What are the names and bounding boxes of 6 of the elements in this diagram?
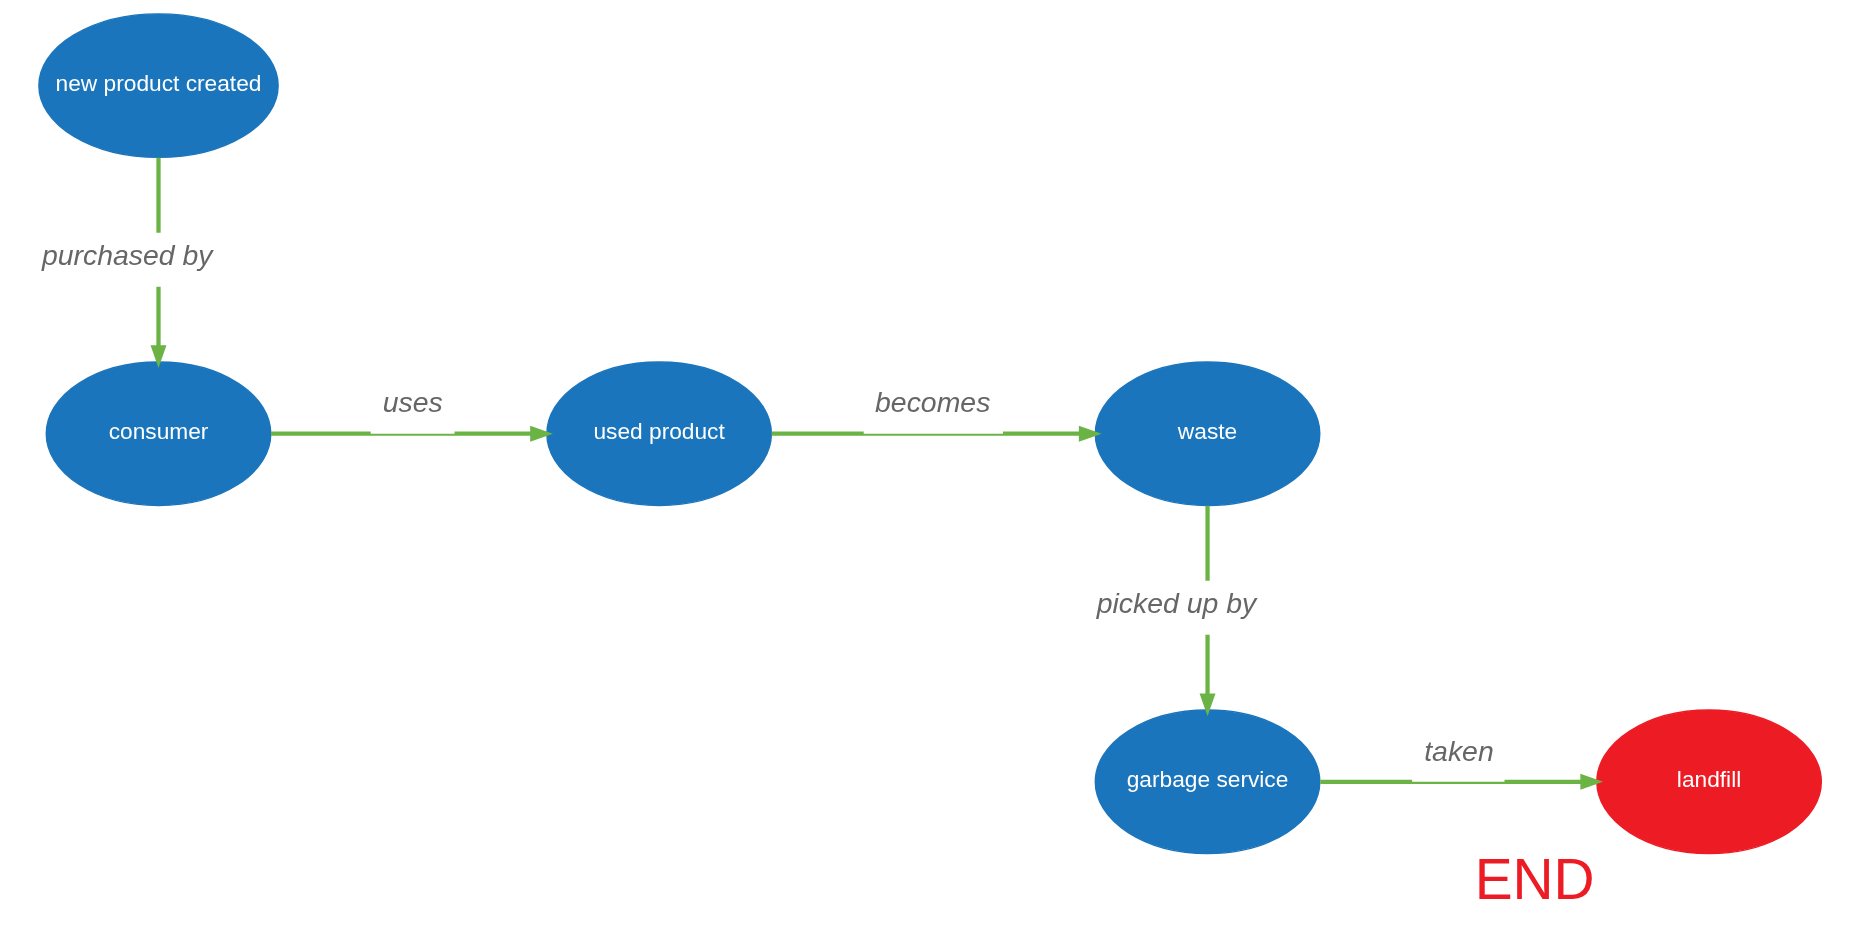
edge-label: picked up by [1096,587,1257,620]
edge-label: taken [1424,734,1494,767]
edge-label: uses [382,386,443,419]
edge-label: becomes [875,386,991,419]
edge-label: purchased by [42,239,213,272]
node-label: END [1474,848,1595,912]
